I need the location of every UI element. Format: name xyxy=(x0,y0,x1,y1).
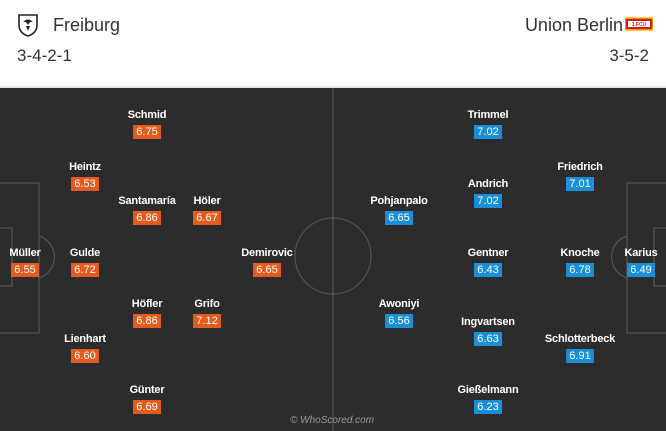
player-rating: 6.49 xyxy=(627,263,655,277)
player-name: Höler xyxy=(193,195,221,207)
player-name: Gulde xyxy=(69,247,101,259)
player-away-ingvartsen[interactable]: Ingvartsen 6.63 xyxy=(448,316,528,347)
player-name: Grifo xyxy=(194,298,220,310)
player-rating: 6.65 xyxy=(253,263,281,277)
player-home-grifo[interactable]: Grifo 7.12 xyxy=(167,298,247,329)
player-rating: 6.69 xyxy=(133,400,161,414)
player-away-friedrich[interactable]: Friedrich 7.01 xyxy=(540,161,620,192)
player-rating: 6.67 xyxy=(193,211,221,225)
away-formation: 3-5-2 xyxy=(609,46,649,65)
player-rating: 6.63 xyxy=(474,332,502,346)
player-name: Günter xyxy=(129,384,165,396)
player-rating: 7.01 xyxy=(566,177,594,191)
match-header: Freiburg 3-4-2-1 Union Berlin 1.FCU 3-5-… xyxy=(0,0,666,86)
player-rating: 6.55 xyxy=(11,263,39,277)
player-name: Lienhart xyxy=(64,333,106,345)
player-rating: 6.56 xyxy=(385,314,413,328)
player-rating: 6.78 xyxy=(566,263,594,277)
player-home-gunter[interactable]: Günter 6.69 xyxy=(107,384,187,415)
player-away-trimmel[interactable]: Trimmel 7.02 xyxy=(448,109,528,140)
player-rating: 6.75 xyxy=(133,125,161,139)
player-home-muller[interactable]: Müller 6.55 xyxy=(0,247,65,278)
player-name: Schlotterbeck xyxy=(544,333,616,345)
watermark: © WhoScored.com xyxy=(290,415,375,426)
player-name: Demirovic xyxy=(241,247,293,259)
player-name: Awoniyi xyxy=(378,298,420,310)
player-rating: 6.53 xyxy=(71,177,99,191)
player-name: Karius xyxy=(624,247,658,259)
player-name: Pohjanpalo xyxy=(370,195,428,207)
player-rating: 7.12 xyxy=(193,314,221,328)
player-name: Höfler xyxy=(131,298,163,310)
player-away-giesselmann[interactable]: Gießelmann 6.23 xyxy=(448,384,528,415)
player-rating: 7.02 xyxy=(474,194,502,208)
union-berlin-crest-icon: 1.FCU xyxy=(624,15,654,38)
player-home-santamaria[interactable]: Santamaría 6.86 xyxy=(107,195,187,226)
player-rating: 6.86 xyxy=(133,314,161,328)
player-away-gentner[interactable]: Gentner 6.43 xyxy=(448,247,528,278)
player-home-gulde[interactable]: Gulde 6.72 xyxy=(45,247,125,278)
player-name: Müller xyxy=(9,247,41,259)
player-name: Trimmel xyxy=(467,109,509,121)
player-rating: 6.72 xyxy=(71,263,99,277)
player-rating: 6.86 xyxy=(133,211,161,225)
home-team-name: Freiburg xyxy=(53,15,121,35)
player-rating: 6.43 xyxy=(474,263,502,277)
away-team-name: Union Berlin xyxy=(524,15,623,35)
player-home-lienhart[interactable]: Lienhart 6.60 xyxy=(45,333,125,364)
player-away-awoniyi[interactable]: Awoniyi 6.56 xyxy=(359,298,439,329)
player-home-schmid[interactable]: Schmid 6.75 xyxy=(107,109,187,140)
player-name: Santamaría xyxy=(118,195,176,207)
player-home-heintz[interactable]: Heintz 6.53 xyxy=(45,161,125,192)
player-home-demirovic[interactable]: Demirovic 6.65 xyxy=(227,247,307,278)
player-away-schlotterbeck[interactable]: Schlotterbeck 6.91 xyxy=(540,333,620,364)
player-rating: 6.91 xyxy=(566,349,594,363)
pitch: Müller 6.55 Heintz 6.53 Gulde 6.72 Lienh… xyxy=(0,88,666,431)
player-rating: 6.23 xyxy=(474,400,502,414)
player-away-karius[interactable]: Karius 6.49 xyxy=(601,247,666,278)
player-away-andrich[interactable]: Andrich 7.02 xyxy=(448,178,528,209)
header-divider xyxy=(0,86,666,88)
pitch-markings xyxy=(0,88,666,431)
player-rating: 7.02 xyxy=(474,125,502,139)
freiburg-crest-icon xyxy=(17,13,39,42)
player-name: Friedrich xyxy=(557,161,603,173)
player-name: Ingvartsen xyxy=(461,316,515,328)
player-away-knoche[interactable]: Knoche 6.78 xyxy=(540,247,620,278)
player-rating: 6.65 xyxy=(385,211,413,225)
player-rating: 6.60 xyxy=(71,349,99,363)
svg-text:1.FCU: 1.FCU xyxy=(632,22,647,28)
player-name: Schmid xyxy=(127,109,167,121)
player-away-pohjanpalo[interactable]: Pohjanpalo 6.65 xyxy=(359,195,439,226)
player-home-hofler[interactable]: Höfler 6.86 xyxy=(107,298,187,329)
player-home-holer[interactable]: Höler 6.67 xyxy=(167,195,247,226)
player-name: Knoche xyxy=(560,247,600,259)
player-name: Andrich xyxy=(467,178,509,190)
player-name: Gentner xyxy=(467,247,509,259)
home-formation: 3-4-2-1 xyxy=(17,46,72,65)
player-name: Heintz xyxy=(69,161,101,173)
player-name: Gießelmann xyxy=(457,384,519,396)
